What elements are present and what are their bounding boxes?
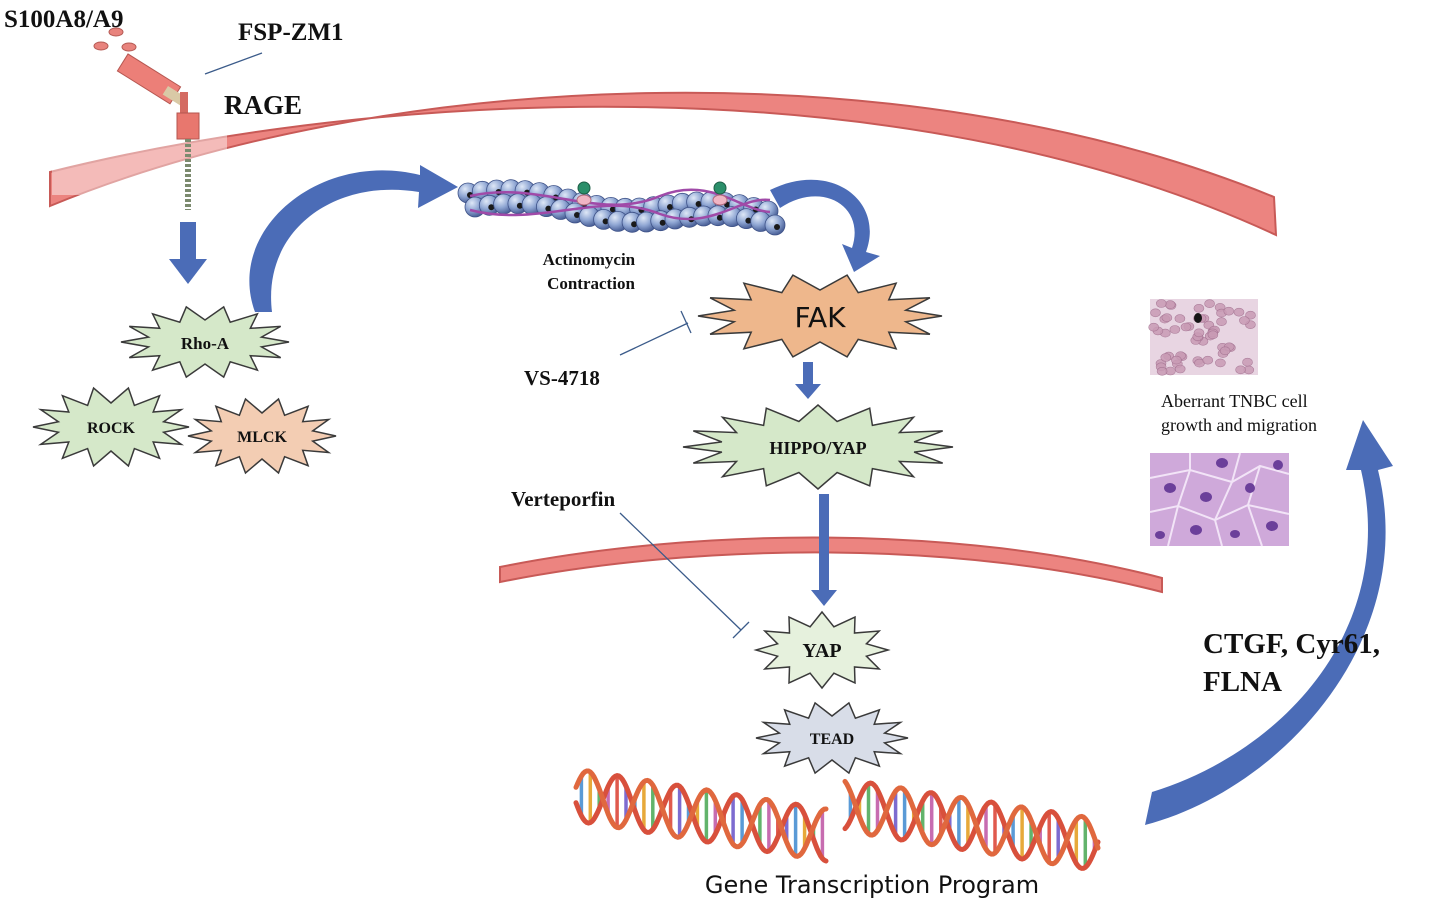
rhoa-star xyxy=(120,305,290,379)
rage-receptor-icon xyxy=(116,53,200,210)
node-mlck: MLCK xyxy=(187,397,337,475)
rhoa-to-actin-curved-arrow xyxy=(249,165,458,312)
targets-label-line1: CTGF, Cyr61, xyxy=(1203,628,1380,660)
rhoa-label: Rho-A xyxy=(181,334,230,353)
actin-label-line2: Contraction xyxy=(547,274,635,293)
fsp-zm1-inhibitor-line xyxy=(204,52,263,75)
actin-label-line1: Actinomycin xyxy=(543,250,636,269)
mlck-label: MLCK xyxy=(237,429,287,446)
tead-label: TEAD xyxy=(810,731,854,748)
vs-4718-inhibitor xyxy=(619,310,692,356)
verteporfin-inhibitor xyxy=(619,512,750,639)
fsp-zm1-label: FSP-ZM1 xyxy=(238,19,344,46)
outcome-label-line1: Aberrant TNBC cell xyxy=(1161,391,1308,411)
outcome-label-line2: growth and migration xyxy=(1161,415,1317,435)
node-yap: YAP xyxy=(753,610,891,690)
actin-to-fak-curved-arrow xyxy=(770,179,880,272)
targets-label: CTGF, Cyr61, FLNA xyxy=(1203,628,1387,698)
rock-star xyxy=(32,386,190,468)
dna-double-helix-icon xyxy=(573,768,1101,871)
actin-label: Actinomycin Contraction xyxy=(543,250,640,293)
mlck-star xyxy=(187,397,337,475)
verteporfin-label: Verteporfin xyxy=(511,487,616,511)
ligand-label: S100A8/A9 xyxy=(4,6,123,33)
node-fak: FAK xyxy=(697,274,943,358)
node-tead: TEAD xyxy=(755,701,909,775)
nuclear-membrane xyxy=(499,536,1163,594)
node-hippo-yap: HIPPO/YAP xyxy=(682,404,954,490)
epithelial-cells-icon xyxy=(1149,452,1290,547)
fak-to-hippo-arrow xyxy=(795,362,821,399)
rock-label: ROCK xyxy=(87,420,136,437)
fak-star xyxy=(697,274,943,358)
targets-label-line2: FLNA xyxy=(1203,666,1282,698)
yap-label: YAP xyxy=(802,640,841,662)
fak-label: FAK xyxy=(794,301,846,334)
vs-4718-label: VS-4718 xyxy=(524,366,600,390)
node-rhoa: Rho-A xyxy=(120,305,290,379)
tnbc-cells-micrograph-icon xyxy=(1148,299,1258,376)
actomyosin-filament-icon xyxy=(457,179,786,236)
membrane-pore-highlight xyxy=(52,125,227,195)
receptor-to-rhoa-arrow xyxy=(169,222,207,284)
tead-star xyxy=(755,701,909,775)
hippo-yap-label: HIPPO/YAP xyxy=(769,438,866,458)
yap-star xyxy=(753,610,891,690)
rage-label: RAGE xyxy=(224,90,302,120)
node-rock: ROCK xyxy=(32,386,190,468)
outcome-label: Aberrant TNBC cell growth and migration xyxy=(1161,391,1317,435)
outer-membrane-band xyxy=(49,91,1278,237)
cell-membrane xyxy=(49,91,1278,237)
hippo-yap-star xyxy=(682,404,954,490)
hippo-to-yap-arrow xyxy=(811,494,837,606)
gene-transcription-label: Gene Transcription Program xyxy=(705,871,1039,899)
gene-to-outcome-curved-arrow xyxy=(1145,420,1393,825)
s100a8-a9-ligand xyxy=(93,27,137,52)
